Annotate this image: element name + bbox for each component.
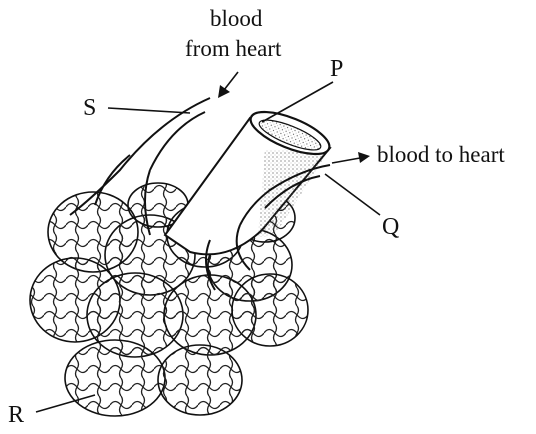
annotation-from-heart: from heart [185,36,281,62]
label-S: S [83,95,96,122]
label-R: R [8,402,24,429]
arrow-blood-from-heart [224,72,238,90]
label-P: P [330,56,343,83]
leader-Q [325,174,380,215]
leader-S [108,108,190,113]
annotation-blood-line1: blood [210,6,262,32]
arrowhead-to-heart [358,152,370,163]
arrow-blood-to-heart [332,158,360,163]
arrowhead-from-heart [218,85,230,98]
annotation-blood-to-heart: blood to heart [377,142,505,168]
leader-P [262,82,333,122]
label-Q: Q [382,214,399,241]
